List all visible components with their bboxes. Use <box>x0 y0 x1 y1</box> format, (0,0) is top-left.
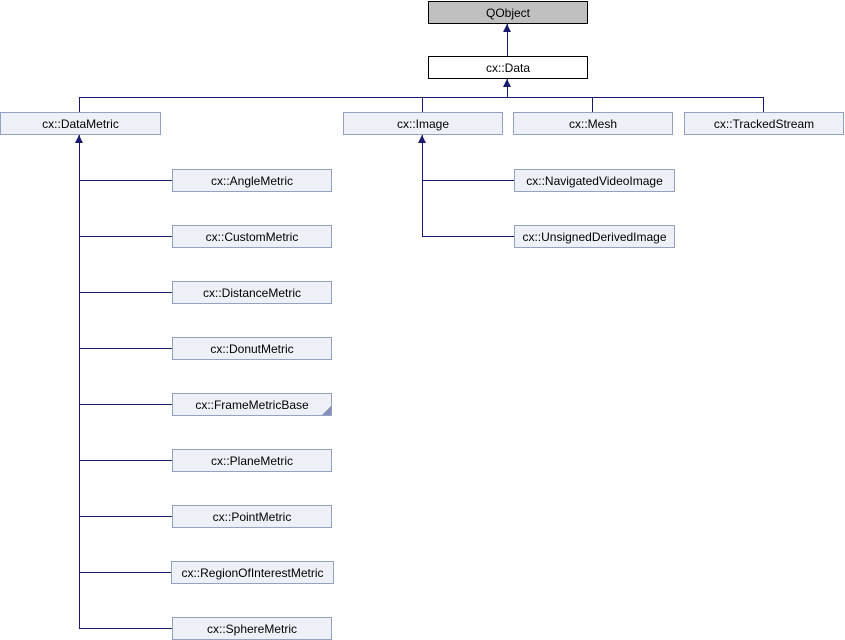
node-cx-data-label: cx::Data <box>485 60 530 75</box>
hidden-derived-classes-marker-icon <box>322 406 331 415</box>
edge-data-to-qobject-stem <box>507 24 508 56</box>
edge-stub-trackedstream <box>763 97 764 112</box>
node-cx-donutmetric[interactable]: cx::DonutMetric <box>172 337 332 360</box>
node-cx-navigatedvideoimage[interactable]: cx::NavigatedVideoImage <box>514 169 675 192</box>
edge-branch-spheremetric <box>79 628 172 629</box>
edge-children-to-data-stem <box>507 79 508 97</box>
arrowhead-to-qobject-icon <box>503 24 511 32</box>
edge-branch-unsignedderivedimage <box>422 236 514 237</box>
edge-stub-image <box>422 97 423 112</box>
node-cx-regionofinterestmetric[interactable]: cx::RegionOfInterestMetric <box>171 561 334 584</box>
node-cx-image[interactable]: cx::Image <box>343 112 503 135</box>
node-cx-mesh-label: cx::Mesh <box>568 116 617 131</box>
node-cx-anglemetric-label: cx::AngleMetric <box>210 173 294 188</box>
node-cx-trackedstream[interactable]: cx::TrackedStream <box>684 112 844 135</box>
node-cx-framemetricbase-label: cx::FrameMetricBase <box>195 397 309 412</box>
edge-branch-navigatedvideoimage <box>422 180 514 181</box>
node-qobject: QObject <box>428 1 588 24</box>
edge-branch-distancemetric <box>79 292 172 293</box>
edge-branch-planemetric <box>79 460 172 461</box>
node-cx-planemetric[interactable]: cx::PlaneMetric <box>172 449 332 472</box>
node-cx-donutmetric-label: cx::DonutMetric <box>210 341 294 356</box>
node-cx-framemetricbase[interactable]: cx::FrameMetricBase <box>172 393 332 416</box>
node-cx-data: cx::Data <box>428 56 588 79</box>
node-cx-pointmetric[interactable]: cx::PointMetric <box>172 505 332 528</box>
edge-stub-mesh <box>592 97 593 112</box>
node-cx-regionofinterestmetric-label: cx::RegionOfInterestMetric <box>181 565 324 580</box>
edge-branch-regionofinterestmetric <box>79 572 171 573</box>
arrowhead-to-datametric-icon <box>75 135 83 143</box>
node-cx-navigatedvideoimage-label: cx::NavigatedVideoImage <box>526 173 663 188</box>
node-cx-spheremetric[interactable]: cx::SphereMetric <box>172 617 332 640</box>
node-cx-pointmetric-label: cx::PointMetric <box>212 509 292 524</box>
edge-branch-donutmetric <box>79 348 172 349</box>
node-cx-trackedstream-label: cx::TrackedStream <box>713 116 815 131</box>
edge-branch-custommetric <box>79 236 172 237</box>
edge-trunk-datametric <box>79 135 80 628</box>
edge-data-children-connector <box>79 97 764 98</box>
node-qobject-label: QObject <box>485 5 530 20</box>
edge-branch-anglemetric <box>79 180 172 181</box>
node-cx-datametric[interactable]: cx::DataMetric <box>0 112 161 135</box>
edge-stub-datametric <box>79 97 80 112</box>
node-cx-distancemetric[interactable]: cx::DistanceMetric <box>172 281 332 304</box>
node-cx-datametric-label: cx::DataMetric <box>42 116 119 131</box>
node-cx-mesh[interactable]: cx::Mesh <box>513 112 673 135</box>
node-cx-custommetric[interactable]: cx::CustomMetric <box>172 225 332 248</box>
edge-branch-pointmetric <box>79 516 172 517</box>
arrowhead-to-image-icon <box>418 135 426 143</box>
node-cx-planemetric-label: cx::PlaneMetric <box>210 453 294 468</box>
edge-trunk-image <box>422 135 423 236</box>
arrowhead-to-data-icon <box>503 79 511 87</box>
node-cx-custommetric-label: cx::CustomMetric <box>205 229 299 244</box>
node-cx-image-label: cx::Image <box>396 116 450 131</box>
node-cx-spheremetric-label: cx::SphereMetric <box>206 621 298 636</box>
node-cx-unsignedderivedimage-label: cx::UnsignedDerivedImage <box>522 229 667 244</box>
node-cx-unsignedderivedimage[interactable]: cx::UnsignedDerivedImage <box>514 225 675 248</box>
node-cx-anglemetric[interactable]: cx::AngleMetric <box>172 169 332 192</box>
edge-branch-framemetricbase <box>79 404 172 405</box>
node-cx-distancemetric-label: cx::DistanceMetric <box>202 285 302 300</box>
